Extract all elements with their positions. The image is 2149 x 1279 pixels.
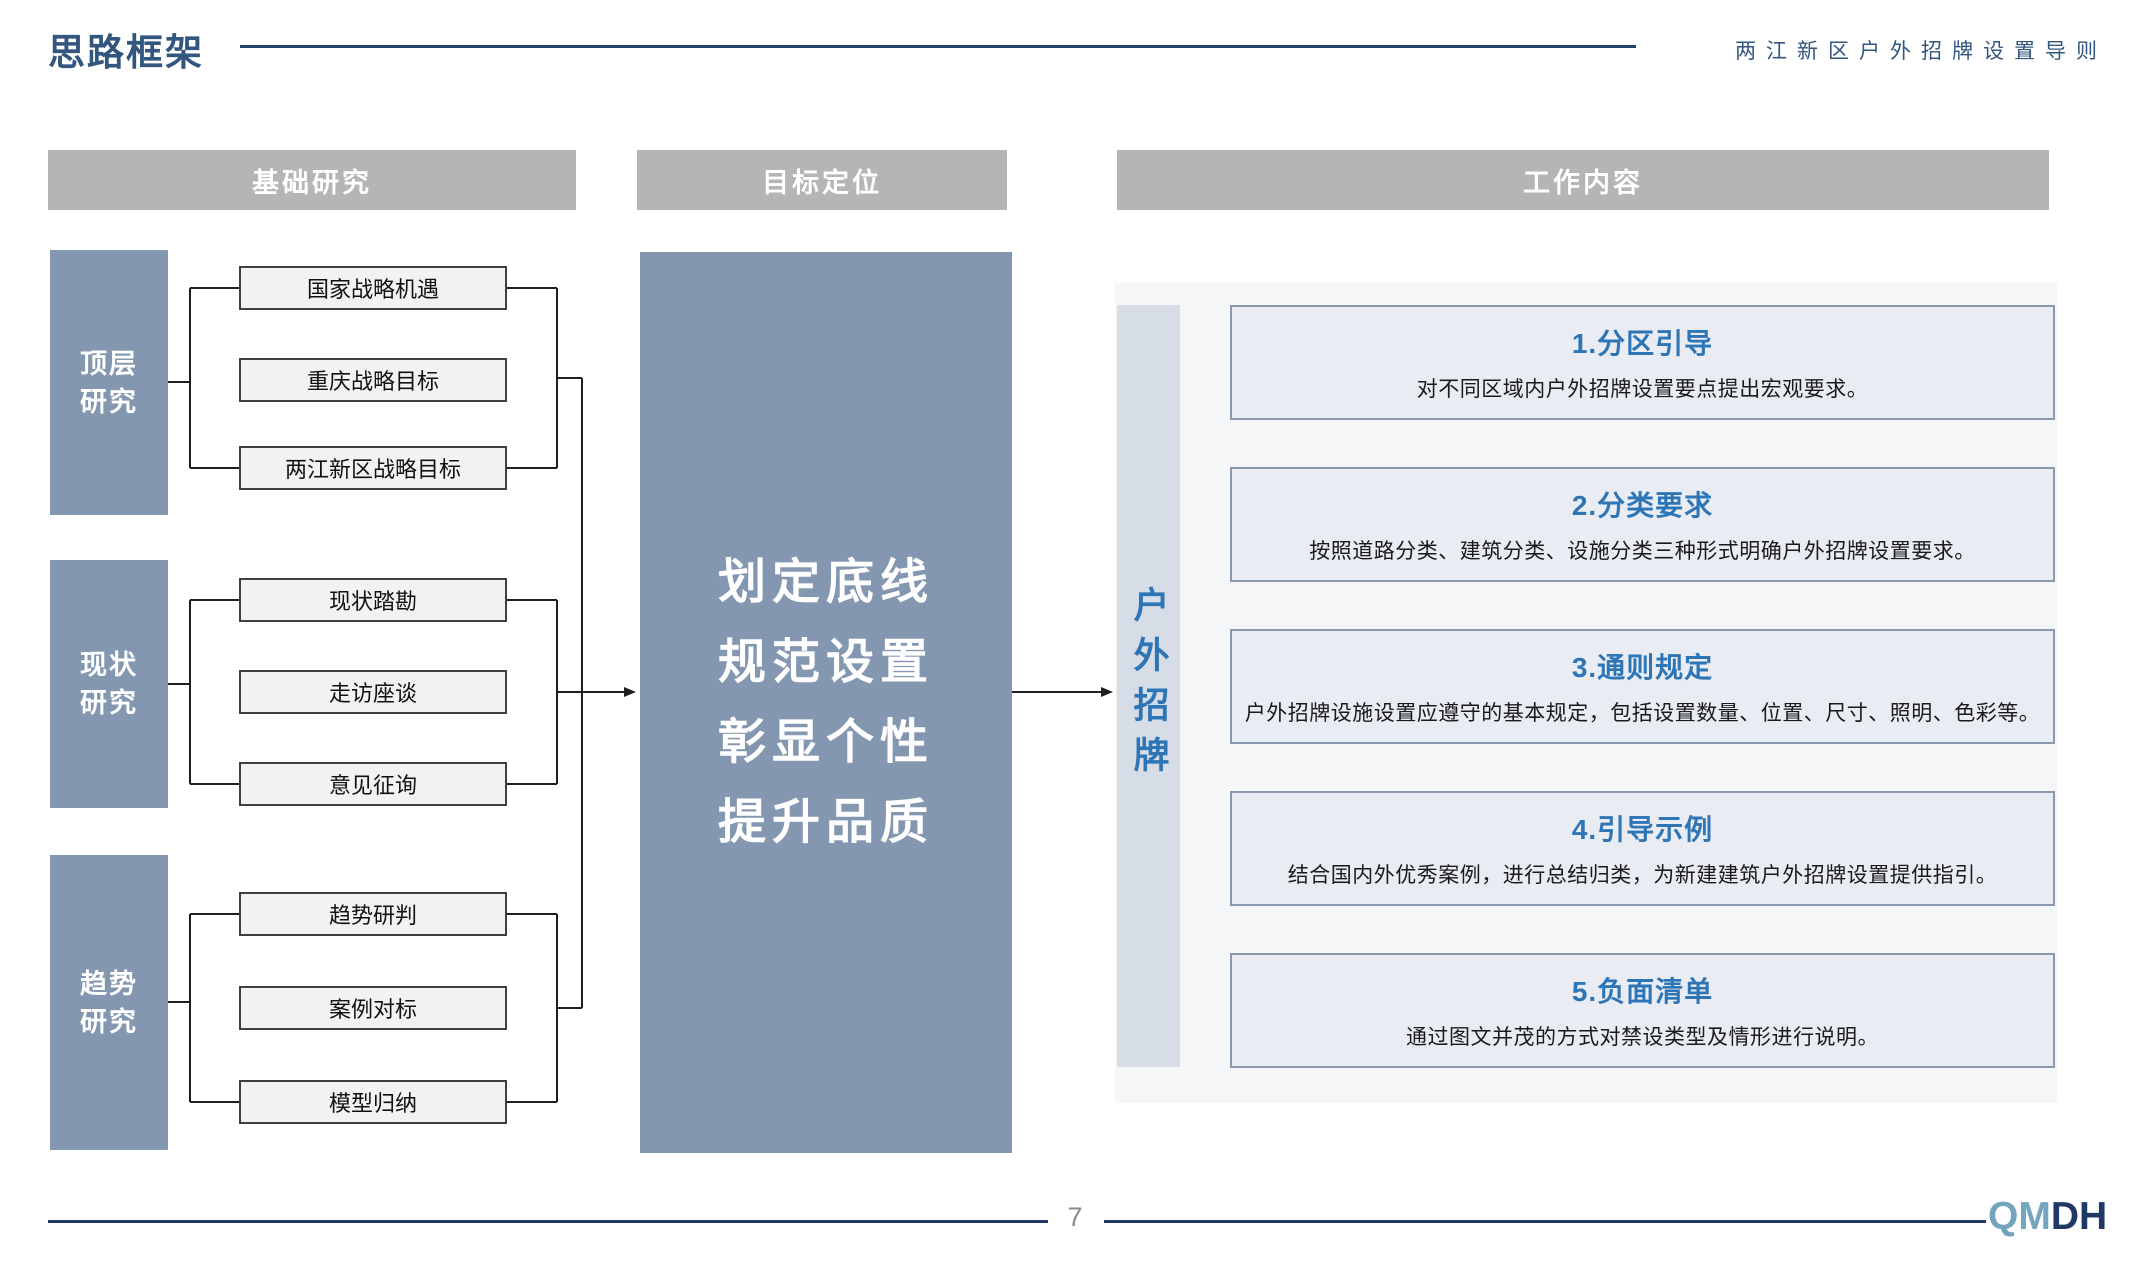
column-header-work-content: 工作内容 — [1117, 150, 2049, 210]
logo-text-dark: DH — [2050, 1195, 2108, 1238]
work-item-box: 3.通则规定 户外招牌设施设置应遵守的基本规定，包括设置数量、位置、尺寸、照明、… — [1230, 629, 2055, 744]
column-header-basic-research: 基础研究 — [48, 150, 576, 210]
research-item-box: 现状踏勘 — [239, 578, 507, 622]
footer-rule-left — [48, 1220, 1048, 1223]
work-item-desc: 户外招牌设施设置应遵守的基本规定，包括设置数量、位置、尺寸、照明、色彩等。 — [1244, 702, 2041, 725]
research-item-box: 重庆战略目标 — [239, 358, 507, 402]
research-item-box: 走访座谈 — [239, 670, 507, 714]
company-logo: QMDH — [1988, 1195, 2107, 1239]
work-item-box: 5.负面清单 通过图文并茂的方式对禁设类型及情形进行说明。 — [1230, 953, 2055, 1068]
work-item-desc: 对不同区域内户外招牌设置要点提出宏观要求。 — [1416, 378, 1869, 401]
research-item-box: 两江新区战略目标 — [239, 446, 507, 490]
research-item-box: 意见征询 — [239, 762, 507, 806]
header-subtitle: 两江新区户外招牌设置导则 — [1735, 40, 2107, 63]
column-header-goal-positioning: 目标定位 — [637, 150, 1007, 210]
research-item-box: 趋势研判 — [239, 892, 507, 936]
logo-text-light: QM — [1988, 1195, 2051, 1238]
goal-line: 划定底线 — [717, 555, 934, 609]
goal-positioning-box: 划定底线 规范设置 彰显个性 提升品质 — [640, 252, 1012, 1153]
group-label-line: 顶层 — [80, 348, 138, 379]
footer-rule-right — [1104, 1220, 1986, 1223]
outdoor-signage-side-label: 户外招牌 — [1117, 305, 1180, 1067]
work-item-title: 4.引导示例 — [1571, 814, 1714, 845]
research-group-label-top-level: 顶层 研究 — [50, 250, 168, 515]
work-item-desc: 按照道路分类、建筑分类、设施分类三种形式明确户外招牌设置要求。 — [1309, 540, 1976, 563]
goal-line: 彰显个性 — [717, 715, 934, 769]
research-item-box: 模型归纳 — [239, 1080, 507, 1124]
page-title: 思路框架 — [48, 32, 204, 73]
research-item-box: 案例对标 — [239, 986, 507, 1030]
research-group-label-trend: 趋势 研究 — [50, 855, 168, 1150]
outdoor-signage-label-text: 户外招牌 — [1128, 586, 1170, 786]
research-item-box: 国家战略机遇 — [239, 266, 507, 310]
work-item-title: 2.分类要求 — [1571, 490, 1714, 521]
work-item-title: 5.负面清单 — [1571, 976, 1714, 1007]
research-group-label-current-status: 现状 研究 — [50, 560, 168, 808]
group-label-line: 研究 — [80, 386, 138, 417]
work-item-title: 1.分区引导 — [1571, 328, 1714, 359]
goal-line: 提升品质 — [717, 795, 934, 849]
group-label-line: 趋势 — [80, 968, 138, 999]
group-label-line: 研究 — [80, 1006, 138, 1037]
work-item-desc: 结合国内外优秀案例，进行总结归类，为新建建筑户外招牌设置提供指引。 — [1287, 864, 1998, 887]
group-label-line: 研究 — [80, 688, 138, 718]
title-divider-line — [240, 45, 1636, 48]
work-item-box: 1.分区引导 对不同区域内户外招牌设置要点提出宏观要求。 — [1230, 305, 2055, 420]
work-item-box: 4.引导示例 结合国内外优秀案例，进行总结归类，为新建建筑户外招牌设置提供指引。 — [1230, 791, 2055, 906]
group-label-line: 现状 — [80, 650, 138, 680]
work-item-title: 3.通则规定 — [1571, 652, 1714, 683]
page-number: 7 — [1067, 1202, 1083, 1232]
goal-line: 规范设置 — [717, 635, 934, 689]
work-item-desc: 通过图文并茂的方式对禁设类型及情形进行说明。 — [1406, 1026, 1879, 1049]
work-item-box: 2.分类要求 按照道路分类、建筑分类、设施分类三种形式明确户外招牌设置要求。 — [1230, 467, 2055, 582]
